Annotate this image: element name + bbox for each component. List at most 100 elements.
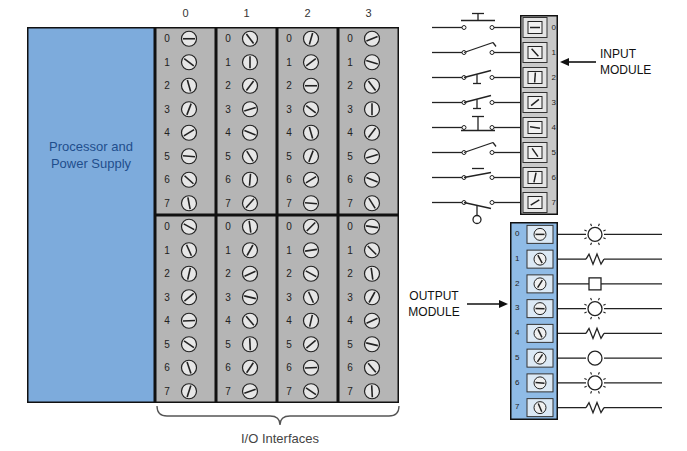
lamp-symbol xyxy=(588,227,602,241)
wire xyxy=(432,127,464,128)
screw-slot xyxy=(371,103,373,115)
terminal-screw xyxy=(304,102,319,117)
screw-slot xyxy=(368,246,376,254)
terminal-number: 5 xyxy=(160,145,174,169)
screw-slot xyxy=(530,127,540,128)
lamp-ray xyxy=(590,243,592,245)
screw-slot xyxy=(244,389,255,393)
terminal-block xyxy=(523,168,547,188)
switch-symbol xyxy=(473,83,481,84)
terminal-number: 1 xyxy=(282,51,296,75)
screw-slot xyxy=(249,221,251,233)
column-number: 2 xyxy=(304,5,310,21)
terminal-number: 3 xyxy=(160,98,174,122)
wire xyxy=(492,177,520,178)
wire xyxy=(432,152,464,153)
terminal-screw xyxy=(365,125,380,140)
terminal-screw xyxy=(365,78,380,93)
screw-slot xyxy=(306,106,316,113)
terminal-number: 5 xyxy=(282,145,296,169)
terminal-number: 2 xyxy=(282,74,296,98)
wire xyxy=(432,102,464,103)
leader-line xyxy=(567,61,596,63)
terminal-number: 7 xyxy=(343,192,357,216)
terminal-number: 6 xyxy=(343,356,357,380)
lamp-ray xyxy=(603,312,605,314)
screw-slot xyxy=(309,127,312,139)
terminal-screw xyxy=(365,290,380,305)
terminal-number: 5 xyxy=(343,145,357,169)
input-module: 01234567 xyxy=(520,15,558,215)
terminal-screw xyxy=(243,337,258,352)
screw-slot xyxy=(305,367,317,369)
screw-slot xyxy=(309,292,314,303)
screw-slot xyxy=(247,363,254,373)
terminal-screw xyxy=(365,196,380,211)
lamp-ray xyxy=(603,386,605,388)
terminal-screw xyxy=(304,149,319,164)
lamp-ray xyxy=(603,378,605,380)
screw-slot xyxy=(306,177,316,183)
terminal-screw xyxy=(243,78,258,93)
screw-slot xyxy=(371,385,373,397)
terminal-number: 2 xyxy=(221,262,235,286)
terminal-screw xyxy=(534,377,546,389)
screw-slot xyxy=(307,223,315,231)
terminal-block xyxy=(523,143,547,163)
terminal-screw xyxy=(243,290,258,305)
terminal-screw xyxy=(365,243,380,258)
wire xyxy=(558,333,586,334)
terminal-number: 6 xyxy=(221,356,235,380)
float-symbol xyxy=(473,216,481,224)
terminal-screw xyxy=(528,147,542,159)
lamp-ray xyxy=(603,229,605,231)
terminal-number: 5 xyxy=(343,333,357,357)
screw-slot xyxy=(537,354,542,361)
wire xyxy=(432,52,464,53)
wire xyxy=(492,52,520,53)
screw-slot xyxy=(305,249,317,251)
terminal-screw xyxy=(304,266,319,281)
callout-label: OUTPUT MODULE xyxy=(403,288,465,320)
terminal-number: 2 xyxy=(343,262,357,286)
terminal-screw xyxy=(528,97,542,109)
terminal-strip xyxy=(216,215,277,403)
wire xyxy=(604,357,662,358)
screw-slot xyxy=(530,27,540,29)
terminal-screw xyxy=(304,55,319,70)
screw-slot xyxy=(366,343,378,346)
terminal-number: 6 xyxy=(520,165,558,190)
contact-terminal xyxy=(462,26,466,30)
terminal-screw xyxy=(182,290,197,305)
terminal-number: 1 xyxy=(221,51,235,75)
input-device xyxy=(432,169,520,180)
terminal-screw xyxy=(528,47,542,59)
lamp-ray xyxy=(598,372,600,374)
terminal-number: 5 xyxy=(520,140,558,165)
screw-slot xyxy=(188,268,191,280)
screw-slot xyxy=(366,61,378,64)
contact-terminal xyxy=(490,126,494,130)
terminal-strip xyxy=(338,215,399,403)
screw-slot xyxy=(534,173,536,183)
screw-slot xyxy=(531,99,539,105)
terminal-screw xyxy=(304,172,319,187)
terminal-screw xyxy=(182,266,197,281)
terminal-block xyxy=(523,43,547,63)
terminal-screw xyxy=(243,384,258,399)
io-module-slot: 01234567 xyxy=(338,27,399,215)
terminal-number: 4 xyxy=(160,121,174,145)
output-device xyxy=(558,278,662,290)
terminal-screw xyxy=(534,228,546,240)
processor-power-supply: Processor and Power Supply xyxy=(27,27,155,403)
terminal-number: 5 xyxy=(221,333,235,357)
lamp-ray xyxy=(590,391,592,393)
lamp-ray xyxy=(590,224,592,226)
terminal-screw xyxy=(243,243,258,258)
terminal-block xyxy=(527,349,553,367)
terminal-number: 6 xyxy=(160,356,174,380)
screw-slot xyxy=(244,108,256,111)
terminal-screw xyxy=(243,266,258,281)
terminal-block xyxy=(523,18,547,38)
